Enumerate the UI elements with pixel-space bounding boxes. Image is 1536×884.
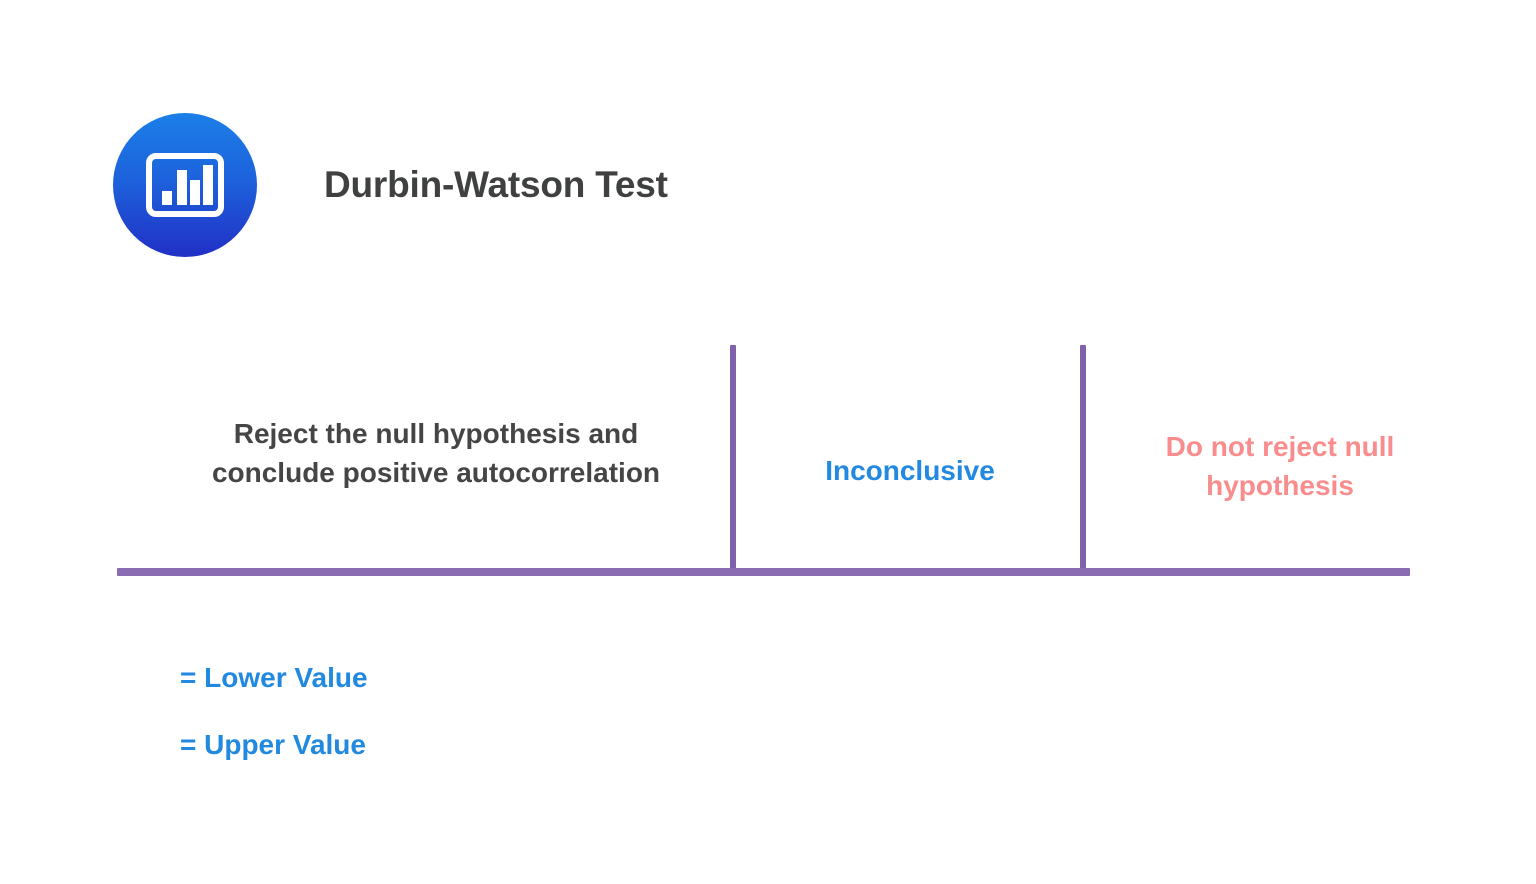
bar-chart-icon	[144, 144, 226, 226]
lower-value-divider	[730, 345, 736, 576]
legend-item-upper-value: = Upper Value	[117, 729, 617, 796]
legend-label-upper-value: = Upper Value	[180, 729, 366, 760]
zone-label-inconclusive: Inconclusive	[825, 455, 995, 486]
zone-label-do-not-reject: Do not reject null hypothesis	[1165, 431, 1395, 501]
logo-badge	[113, 113, 257, 257]
legend-item-lower-value: = Lower Value	[117, 662, 617, 729]
page-title: Durbin-Watson Test	[324, 164, 668, 205]
header: Durbin-Watson Test	[113, 113, 668, 257]
axis-line	[117, 568, 1410, 576]
upper-value-divider	[1080, 345, 1086, 576]
zone-label-reject: Reject the null hypothesis and conclude …	[211, 418, 661, 488]
legend-label-lower-value: = Lower Value	[180, 662, 368, 693]
legend: = Lower Value = Upper Value	[117, 662, 617, 796]
